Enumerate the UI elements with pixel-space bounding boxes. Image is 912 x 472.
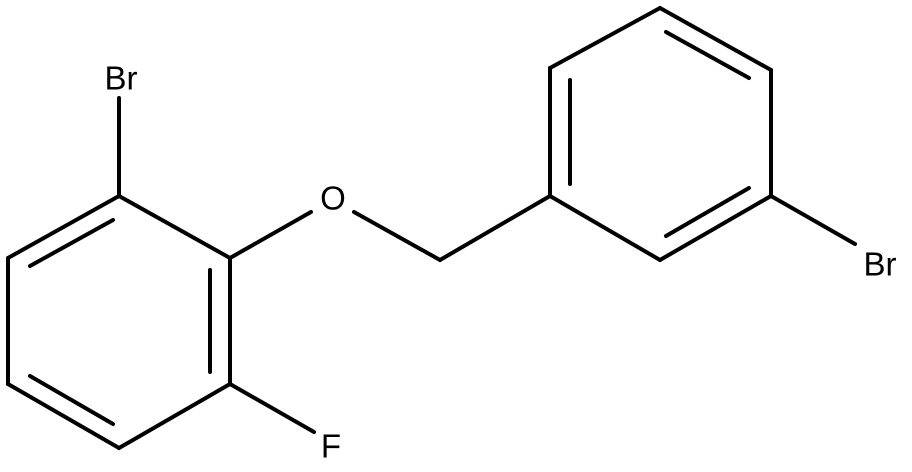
bond-ch2-c1prime xyxy=(438,194,552,262)
bond-r5-br xyxy=(769,194,857,246)
bond-r3-r4 xyxy=(658,6,773,72)
bond-o-ch2 xyxy=(352,210,442,262)
right-benzene-ring xyxy=(548,6,773,262)
bond-c1-c2 xyxy=(117,194,232,260)
bond-c2-c3 xyxy=(6,194,121,260)
atom-label-fluorine: F xyxy=(321,428,341,465)
atom-label-oxygen: O xyxy=(320,180,346,217)
bond-c2-c3-inner xyxy=(28,218,115,268)
left-benzene-ring xyxy=(6,194,232,450)
bond-r5-r6-inner xyxy=(664,186,751,238)
bond-r3-r4-inner xyxy=(664,30,751,80)
atom-label-br-top: Br xyxy=(105,60,138,97)
atom-label-br-right: Br xyxy=(864,246,897,283)
bond-r2-r3 xyxy=(548,6,662,70)
bond-c5-c6 xyxy=(117,382,232,450)
bond-c4-c5 xyxy=(6,382,121,450)
bond-c1-o xyxy=(228,210,313,260)
bond-r6-r1 xyxy=(548,194,662,262)
bond-c6-f xyxy=(228,382,316,434)
bond-r5-r6 xyxy=(658,194,773,262)
bond-c4-c5-inner xyxy=(28,374,115,426)
